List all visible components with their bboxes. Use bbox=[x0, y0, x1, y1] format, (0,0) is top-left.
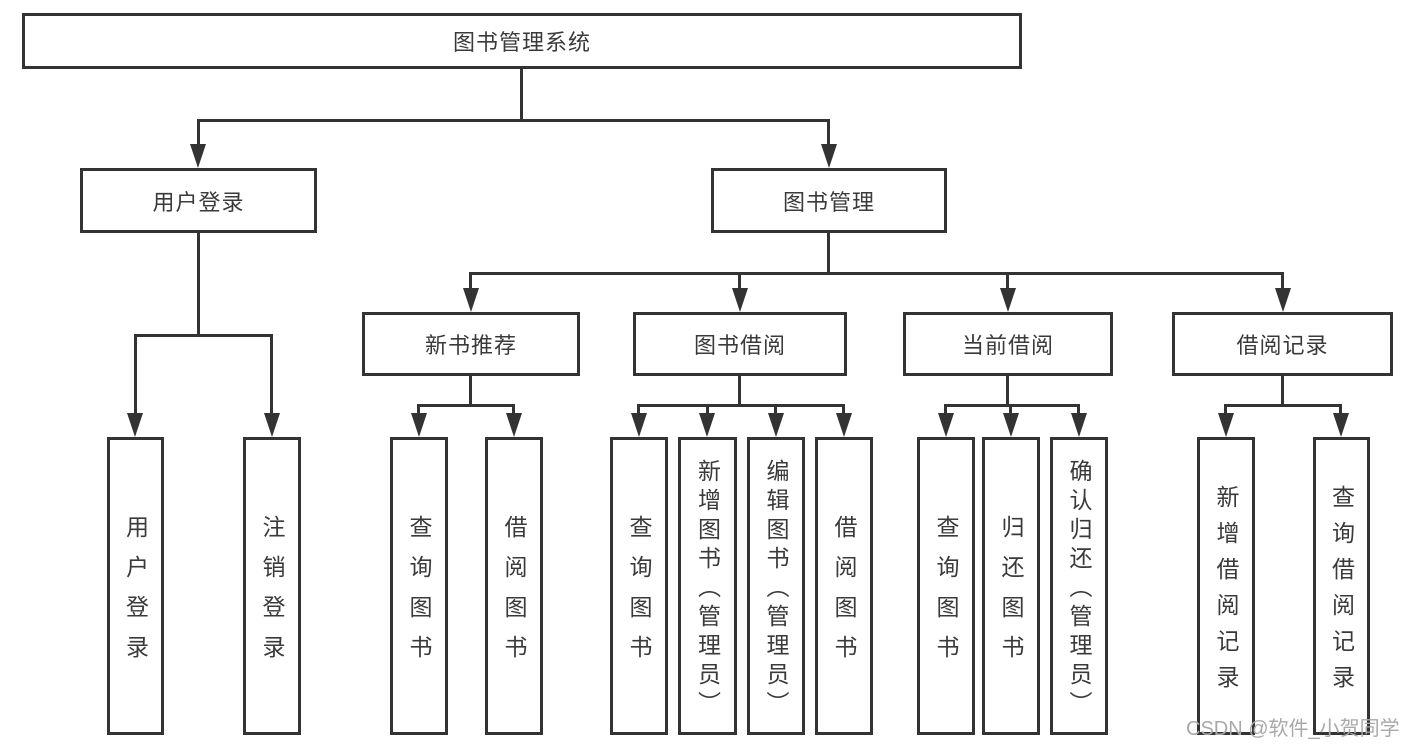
leaf-logout-login: 注销登录 bbox=[243, 437, 301, 735]
connector-line bbox=[637, 404, 640, 415]
arrowhead-down-icon bbox=[1071, 413, 1087, 437]
arrowhead-down-icon bbox=[463, 288, 479, 312]
leaf-label: 查询图书 bbox=[406, 514, 432, 675]
connector-line bbox=[1006, 272, 1009, 290]
connector-line bbox=[738, 272, 741, 290]
arrowhead-down-icon bbox=[768, 413, 784, 437]
leaf-label: 新增图书（管理员） bbox=[694, 458, 721, 720]
csdn-watermark: CSDN @软件_小贺同学 bbox=[1186, 718, 1400, 740]
connector-line bbox=[197, 119, 830, 122]
leaf-borrowing-borrow-books: 借阅图书 bbox=[815, 437, 873, 735]
arrowhead-down-icon bbox=[631, 413, 647, 437]
arrowhead-down-icon bbox=[732, 288, 748, 312]
connector-line bbox=[706, 404, 709, 415]
leaf-label: 借阅图书 bbox=[831, 514, 857, 675]
leaf-current-confirm-return-admin: 确认归还（管理员） bbox=[1050, 437, 1108, 735]
leaf-user-login: 用户登录 bbox=[107, 437, 164, 735]
leaf-label: 确认归还（管理员） bbox=[1066, 458, 1092, 720]
arrowhead-down-icon bbox=[1275, 288, 1291, 312]
arrowhead-down-icon bbox=[127, 413, 143, 437]
connector-line bbox=[637, 404, 845, 407]
connector-line bbox=[944, 404, 947, 415]
connector-line bbox=[197, 119, 200, 149]
arrowhead-down-icon bbox=[1218, 413, 1234, 437]
arrowhead-down-icon bbox=[836, 413, 852, 437]
leaf-label: 编辑图书（管理员） bbox=[763, 458, 789, 720]
connector-line bbox=[469, 272, 1284, 275]
node-library-management-system: 图书管理系统 bbox=[22, 13, 1022, 69]
connector-line bbox=[1006, 376, 1009, 406]
leaf-borrowing-add-book-admin: 新增图书（管理员） bbox=[678, 437, 737, 735]
arrowhead-down-icon bbox=[821, 144, 837, 168]
node-new-book-recommendation: 新书推荐 bbox=[362, 312, 580, 376]
leaf-label: 新增借阅记录 bbox=[1213, 484, 1239, 701]
connector-line bbox=[512, 404, 515, 415]
connector-line bbox=[417, 404, 420, 415]
node-user-login: 用户登录 bbox=[80, 168, 317, 233]
connector-line bbox=[134, 334, 273, 337]
connector-line bbox=[134, 334, 137, 416]
node-borrowing-records: 借阅记录 bbox=[1172, 312, 1393, 376]
arrowhead-down-icon bbox=[264, 413, 280, 437]
leaf-label: 注销登录 bbox=[259, 514, 285, 675]
node-book-management: 图书管理 bbox=[711, 168, 947, 233]
leaf-borrowing-query-books: 查询图书 bbox=[610, 437, 668, 735]
connector-line bbox=[827, 119, 830, 149]
connector-line bbox=[944, 404, 1080, 407]
node-current-borrowing: 当前借阅 bbox=[903, 312, 1113, 376]
connector-line bbox=[270, 334, 273, 416]
leaf-borrowing-edit-book-admin: 编辑图书（管理员） bbox=[747, 437, 805, 735]
leaf-label: 归还图书 bbox=[998, 514, 1024, 675]
arrowhead-down-icon bbox=[938, 413, 954, 437]
connector-line bbox=[827, 233, 830, 274]
connector-line bbox=[520, 68, 523, 122]
leaf-current-query-books: 查询图书 bbox=[917, 437, 975, 735]
leaf-label: 查询借阅记录 bbox=[1328, 484, 1355, 701]
leaf-label: 用户登录 bbox=[122, 514, 149, 675]
leaf-current-return-books: 归还图书 bbox=[982, 437, 1040, 735]
connector-line bbox=[1339, 404, 1342, 415]
connector-line bbox=[417, 404, 515, 407]
connector-line bbox=[1224, 404, 1342, 407]
connector-line bbox=[197, 232, 200, 336]
leaf-newbook-query-books: 查询图书 bbox=[390, 437, 448, 735]
connector-line bbox=[469, 272, 472, 290]
arrowhead-down-icon bbox=[411, 413, 427, 437]
arrowhead-down-icon bbox=[1000, 288, 1016, 312]
arrowhead-down-icon bbox=[699, 413, 715, 437]
connector-line bbox=[774, 404, 777, 415]
connector-line bbox=[1281, 272, 1284, 290]
connector-line bbox=[469, 376, 472, 406]
arrowhead-down-icon bbox=[1003, 413, 1019, 437]
leaf-label: 查询图书 bbox=[626, 514, 652, 675]
arrowhead-down-icon bbox=[506, 413, 522, 437]
leaf-label: 查询图书 bbox=[933, 514, 959, 675]
connector-line bbox=[1077, 404, 1080, 415]
node-book-borrowing: 图书借阅 bbox=[633, 312, 847, 376]
connector-line bbox=[1009, 404, 1012, 415]
connector-line bbox=[738, 376, 741, 406]
connector-line bbox=[1281, 376, 1284, 406]
leaf-records-add-record: 新增借阅记录 bbox=[1197, 437, 1255, 735]
leaf-records-query-record: 查询借阅记录 bbox=[1313, 437, 1370, 735]
leaf-newbook-borrow-books: 借阅图书 bbox=[485, 437, 543, 735]
connector-line bbox=[1224, 404, 1227, 415]
leaf-label: 借阅图书 bbox=[501, 514, 527, 675]
arrowhead-down-icon bbox=[190, 144, 206, 168]
arrowhead-down-icon bbox=[1333, 413, 1349, 437]
connector-line bbox=[842, 404, 845, 415]
